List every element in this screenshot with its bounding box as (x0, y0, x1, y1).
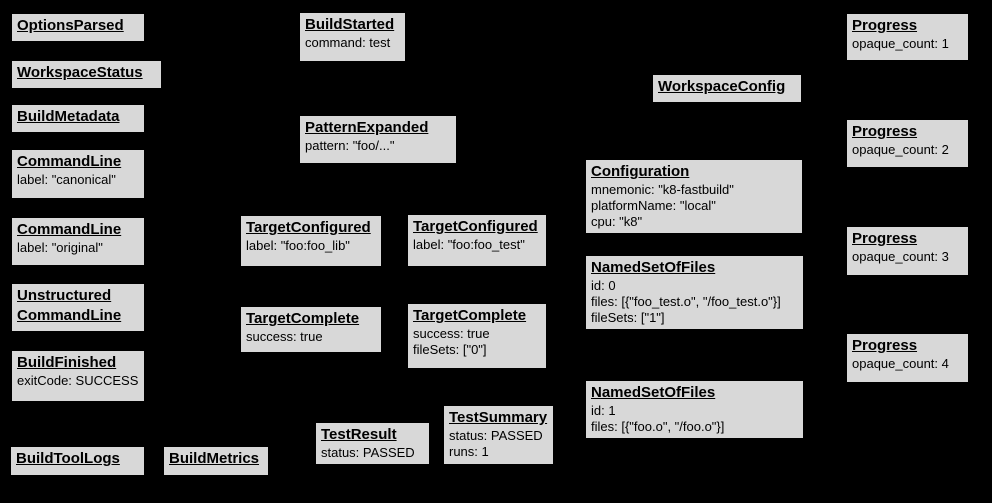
node-pattern-expanded: PatternExpanded pattern: "foo/..." (299, 115, 457, 164)
node-test-summary: TestSummary status: PASSED runs: 1 (443, 405, 554, 465)
node-title: PatternExpanded (305, 119, 429, 136)
node-title: BuildStarted (305, 16, 395, 33)
node-title: TargetConfigured (246, 219, 371, 236)
node-progress-1: Progress opaque_count: 1 (846, 13, 969, 61)
node-named-set-of-files-1: NamedSetOfFiles id: 1 files: [{"foo.o", … (585, 380, 804, 439)
node-property: label: "foo:foo_test" (413, 237, 525, 252)
node-build-metrics: BuildMetrics (163, 446, 269, 476)
node-property: command: test (305, 35, 391, 50)
node-command-line-canonical: CommandLine label: "canonical" (11, 149, 145, 199)
node-progress-4: Progress opaque_count: 4 (846, 333, 969, 383)
node-progress-3: Progress opaque_count: 3 (846, 226, 969, 276)
node-target-configured-foo-lib: TargetConfigured label: "foo:foo_lib" (240, 215, 382, 267)
node-property: fileSets: ["1"] (591, 310, 665, 325)
node-title: BuildMetrics (169, 450, 260, 467)
node-title: TargetComplete (413, 307, 527, 324)
node-property: cpu: "k8" (591, 214, 643, 229)
node-property: label: "foo:foo_lib" (246, 238, 350, 253)
node-property: opaque_count: 4 (852, 356, 949, 371)
node-unstructured-command-line: Unstructured CommandLine (11, 283, 145, 332)
node-property: platformName: "local" (591, 198, 716, 213)
node-property: success: true (413, 326, 490, 341)
node-title: WorkspaceStatus (17, 64, 143, 81)
node-title: BuildMetadata (17, 108, 120, 125)
node-property: exitCode: SUCCESS (17, 373, 139, 388)
node-workspace-status: WorkspaceStatus (11, 60, 162, 89)
node-property: status: PASSED (449, 428, 543, 443)
node-title: Progress (852, 337, 918, 354)
node-title: TestSummary (449, 409, 548, 426)
node-property: opaque_count: 3 (852, 249, 949, 264)
node-title: BuildToolLogs (16, 450, 120, 467)
node-property: success: true (246, 329, 323, 344)
node-property: opaque_count: 1 (852, 36, 949, 51)
node-target-complete-foo-test: TargetComplete success: true fileSets: [… (407, 303, 547, 369)
node-title: BuildFinished (17, 354, 117, 371)
node-target-complete-foo-lib: TargetComplete success: true (240, 306, 382, 353)
node-title: WorkspaceConfig (658, 78, 786, 95)
node-title: Progress (852, 123, 918, 140)
node-build-started: BuildStarted command: test (299, 12, 406, 62)
node-title: NamedSetOfFiles (591, 384, 716, 401)
node-test-result: TestResult status: PASSED (315, 422, 430, 465)
node-build-tool-logs: BuildToolLogs (10, 446, 145, 476)
node-property: label: "original" (17, 240, 103, 255)
node-title: Unstructured CommandLine (17, 287, 122, 324)
node-property: id: 1 (591, 403, 616, 418)
node-property: status: PASSED (321, 445, 415, 460)
node-progress-2: Progress opaque_count: 2 (846, 119, 969, 168)
node-workspace-config: WorkspaceConfig (652, 74, 802, 103)
node-property: runs: 1 (449, 444, 489, 459)
node-title: CommandLine (17, 153, 122, 170)
node-property: files: [{"foo_test.o", "/foo_test.o"}] (591, 294, 781, 309)
node-named-set-of-files-0: NamedSetOfFiles id: 0 files: [{"foo_test… (585, 255, 804, 330)
node-property: fileSets: ["0"] (413, 342, 487, 357)
node-title: TargetConfigured (413, 218, 538, 235)
node-property: id: 0 (591, 278, 616, 293)
node-property: opaque_count: 2 (852, 142, 949, 157)
node-title: Progress (852, 230, 918, 247)
node-title: OptionsParsed (17, 17, 124, 34)
node-build-finished: BuildFinished exitCode: SUCCESS (11, 350, 145, 402)
node-title: NamedSetOfFiles (591, 259, 716, 276)
node-title: CommandLine (17, 221, 122, 238)
node-command-line-original: CommandLine label: "original" (11, 217, 145, 266)
node-title: Configuration (591, 163, 690, 180)
node-title: TargetComplete (246, 310, 360, 327)
node-options-parsed: OptionsParsed (11, 13, 145, 42)
node-target-configured-foo-test: TargetConfigured label: "foo:foo_test" (407, 214, 547, 267)
node-property: label: "canonical" (17, 172, 116, 187)
node-configuration: Configuration mnemonic: "k8-fastbuild" p… (585, 159, 803, 234)
node-property: files: [{"foo.o", "/foo.o"}] (591, 419, 725, 434)
node-build-metadata: BuildMetadata (11, 104, 145, 133)
node-property: mnemonic: "k8-fastbuild" (591, 182, 734, 197)
node-property: pattern: "foo/..." (305, 138, 395, 153)
node-title: Progress (852, 17, 918, 34)
node-title: TestResult (321, 426, 397, 443)
